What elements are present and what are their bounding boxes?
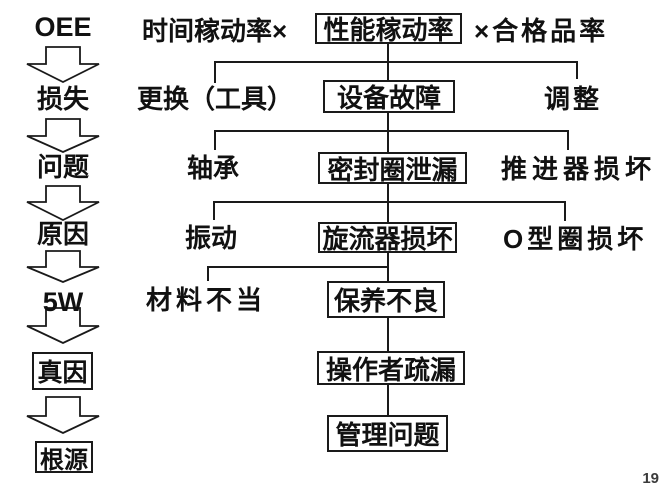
down-arrow-icon [26,185,100,222]
tree-node-management-problem-label: 管理问题 [335,420,440,450]
tree-node-operator-negligence-box: 操作者疏漏 [317,351,465,385]
down-arrow-icon [26,118,100,153]
flow-step-root-label: 根源 [40,446,88,474]
connector-line [207,266,388,281]
flow-step-oee: OEE [34,12,92,42]
tree-label-propeller-damage: 推进器损坏 [501,154,657,184]
tree-node-cyclone-damage-box: 旋流器损坏 [318,222,457,254]
tree-label-improper-material: 材料不当 [146,285,267,315]
flow-step-true-cause-label: 真因 [37,359,88,387]
page-number: 19 [642,470,659,487]
down-arrow-icon [26,250,100,283]
tree-label-time-operating-rate: 时间稼动率× [142,16,288,46]
tree-label-o-ring-damage: O型圈损坏 [503,224,648,254]
tree-label-vibration: 振动 [185,223,238,253]
tree-label-quality-rate: ×合格品率 [474,16,609,46]
tree-label-adjustment: 调整 [544,84,603,114]
tree-label-bearing: 轴承 [187,153,240,183]
down-arrow-icon [26,307,100,344]
connector-line [214,130,569,150]
tree-node-seal-leak-label: 密封圈泄漏 [327,154,458,185]
connector-line [214,61,578,83]
flow-step-true-cause-box: 真因 [32,352,93,390]
down-arrow-icon [26,396,100,434]
tree-node-seal-leak-box: 密封圈泄漏 [318,152,467,185]
flow-step-root-box: 根源 [35,441,93,474]
tree-node-cyclone-damage-label: 旋流器损坏 [322,224,453,254]
tree-node-performance-rate-label: 性能稼动率 [323,15,454,45]
flow-step-loss: 损失 [36,84,89,114]
flow-step-cause: 原因 [36,219,89,249]
tree-node-management-problem-box: 管理问题 [327,415,448,452]
flow-step-5w: 5W [42,287,84,317]
tree-node-poor-maintenance-label: 保养不良 [333,286,438,316]
tree-node-poor-maintenance-box: 保养不良 [327,281,445,318]
connector-line [213,201,566,221]
tree-node-equipment-failure-label: 设备故障 [336,83,441,113]
down-arrow-icon [26,46,100,84]
flow-step-problem: 问题 [36,152,89,182]
tree-node-performance-rate-box: 性能稼动率 [315,13,462,45]
tree-label-tool-change: 更换（工具） [137,84,294,114]
tree-node-equipment-failure-box: 设备故障 [323,80,455,113]
tree-node-operator-negligence-label: 操作者疏漏 [325,354,456,385]
